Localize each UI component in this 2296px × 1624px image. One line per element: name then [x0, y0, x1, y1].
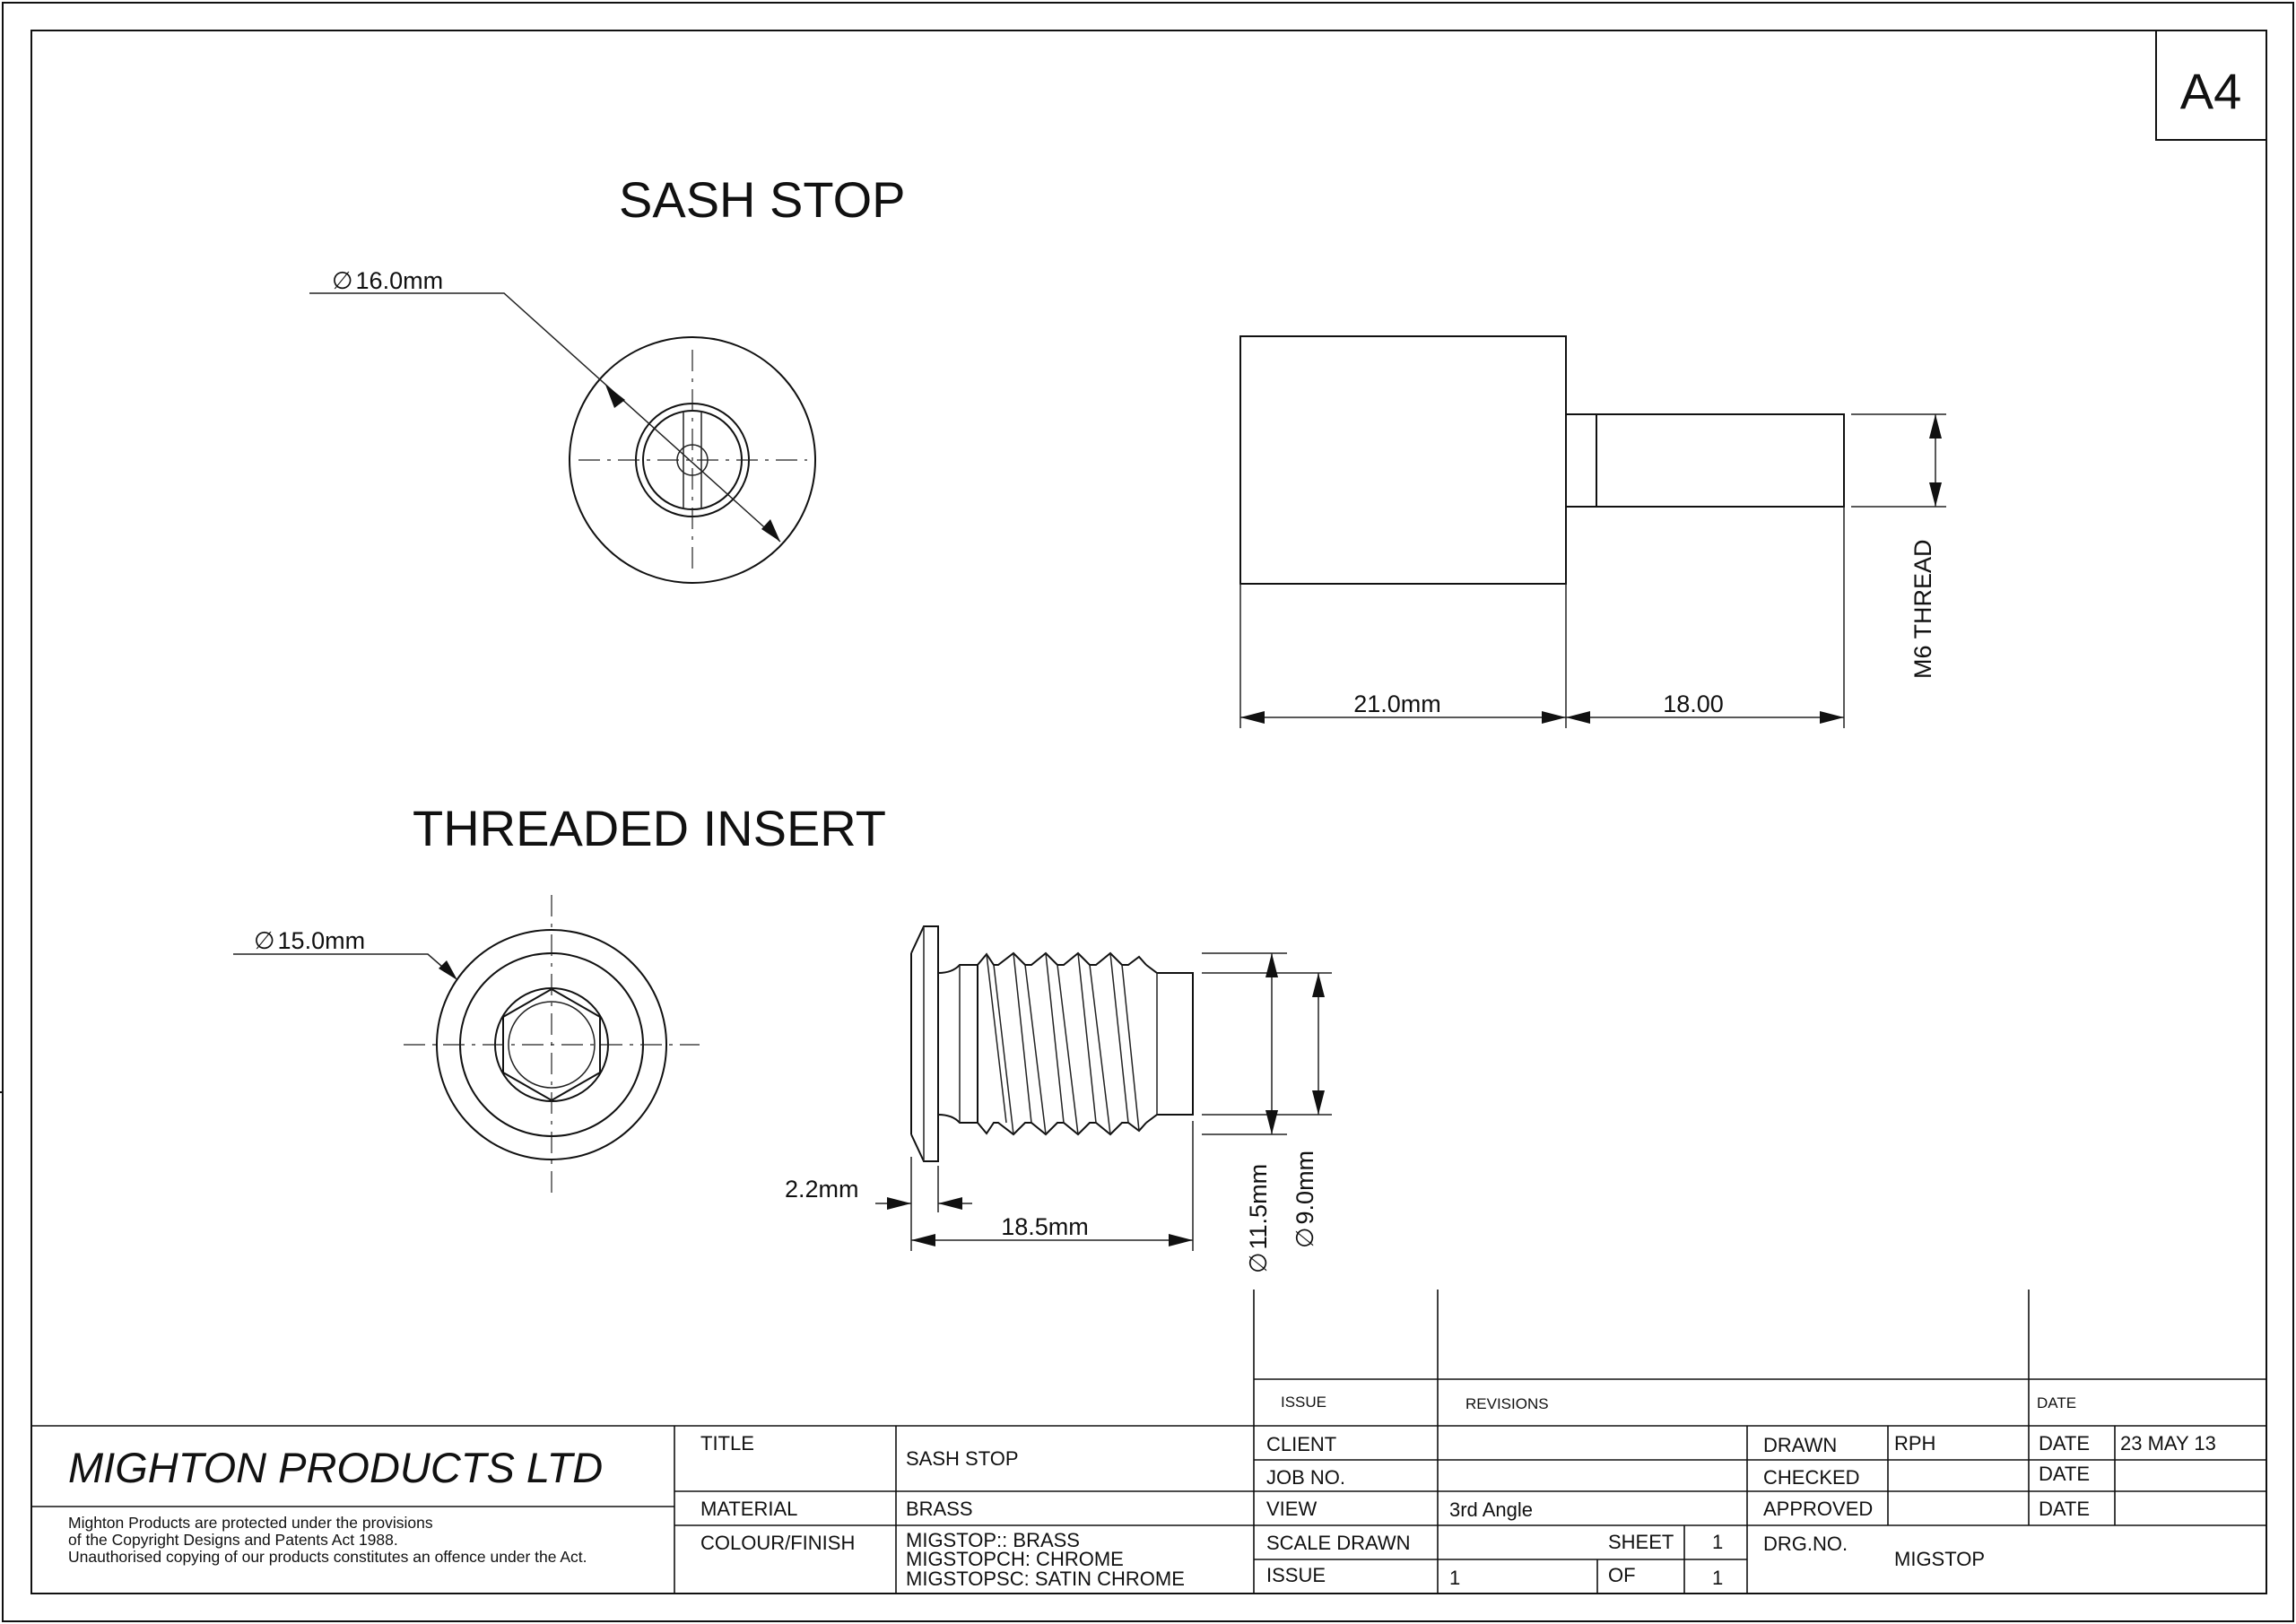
title-label: TITLE [700, 1432, 754, 1455]
finish-value-brass: MIGSTOP:: BRASS [906, 1529, 1080, 1551]
sash-stop-dia-label: 16.0mm [356, 267, 444, 294]
threaded-insert-front-view [404, 895, 700, 1195]
drawn-date-label: DATE [2039, 1432, 2090, 1455]
checked-label: CHECKED [1763, 1466, 1860, 1489]
copyright-line-1: Mighton Products are protected under the… [68, 1514, 433, 1532]
drawn-label: DRAWN [1763, 1434, 1837, 1456]
revisions-block: ISSUE REVISIONS DATE [1253, 1290, 2266, 1426]
approved-label: APPROVED [1763, 1498, 1873, 1520]
sash-stop-thread-label: M6 THREAD [1909, 539, 1936, 679]
svg-text:∅11.5mm: ∅11.5mm [1245, 1164, 1272, 1273]
client-label: CLIENT [1266, 1433, 1336, 1455]
drawn-date-value: 23 MAY 13 [2120, 1432, 2216, 1455]
finish-value-satin-chrome: MIGSTOPSC: SATIN CHROME [906, 1568, 1185, 1590]
finish-value-chrome: MIGSTOPCH: CHROME [906, 1548, 1124, 1570]
of-label: OF [1608, 1564, 1636, 1586]
svg-text:∅16.0mm: ∅16.0mm [332, 267, 443, 294]
scale-label: SCALE DRAWN [1266, 1532, 1411, 1554]
threaded-insert-diameter-dims: ∅11.5mm ∅9.0mm [1202, 952, 1332, 1273]
company-name: MIGHTON PRODUCTS LTD [68, 1444, 603, 1491]
issue-label: ISSUE [1266, 1564, 1326, 1586]
sheet-size-label: A4 [2180, 63, 2242, 119]
sash-stop-front-view [569, 336, 816, 584]
sash-stop-title: SASH STOP [619, 171, 906, 228]
drawing-frame [30, 30, 2267, 1594]
sheet-value: 1 [1712, 1531, 1723, 1553]
view-label: VIEW [1266, 1498, 1317, 1520]
svg-text:∅15.0mm: ∅15.0mm [254, 927, 365, 954]
insert-length-label: 18.5mm [1001, 1213, 1089, 1240]
svg-text:∅9.0mm: ∅9.0mm [1292, 1151, 1318, 1248]
sash-stop-length-dims: 21.0mm 18.00 [1239, 507, 1845, 728]
insert-inner-dia-label: 9.0mm [1292, 1151, 1318, 1225]
material-label: MATERIAL [700, 1498, 797, 1520]
job-label: JOB NO. [1266, 1466, 1345, 1489]
revisions-date-header: DATE [2037, 1394, 2076, 1411]
insert-outer-dia-label: 11.5mm [1245, 1164, 1272, 1250]
checked-date-label: DATE [2039, 1463, 2090, 1485]
of-value: 1 [1712, 1567, 1723, 1589]
sheet-label: SHEET [1608, 1531, 1674, 1553]
title-value: SASH STOP [906, 1447, 1019, 1470]
revisions-header: REVISIONS [1465, 1395, 1549, 1412]
material-value: BRASS [906, 1498, 973, 1520]
threaded-insert-length-dims: 2.2mm 18.5mm [785, 1121, 1194, 1251]
drgno-label: DRG.NO. [1763, 1533, 1848, 1555]
approved-date-label: DATE [2039, 1498, 2090, 1520]
sash-stop-thread-dim: M6 THREAD [1851, 413, 1946, 679]
diameter-symbol: ∅ [254, 927, 275, 954]
revisions-issue-header: ISSUE [1281, 1394, 1326, 1411]
sheet-size-box: A4 [2155, 30, 2266, 141]
copyright-line-3: Unauthorised copying of our products con… [68, 1548, 587, 1566]
sash-stop-thread-length-label: 18.00 [1663, 690, 1724, 717]
sash-stop-side-view [1239, 335, 1845, 585]
diameter-symbol: ∅ [1245, 1252, 1272, 1273]
view-value: 3rd Angle [1449, 1498, 1533, 1521]
insert-flange-label: 2.2mm [785, 1176, 859, 1203]
diameter-symbol: ∅ [1292, 1227, 1318, 1248]
threaded-insert-title: THREADED INSERT [413, 800, 886, 856]
diameter-symbol: ∅ [332, 267, 353, 294]
threaded-insert-side-view [910, 925, 1194, 1162]
drawn-value: RPH [1894, 1432, 1935, 1455]
drgno-value: MIGSTOP [1894, 1548, 1985, 1570]
threaded-insert-diameter-dim: ∅15.0mm [233, 927, 457, 980]
sash-stop-body-length-label: 21.0mm [1353, 690, 1441, 717]
issue-value: 1 [1449, 1567, 1460, 1589]
insert-dia-label: 15.0mm [278, 927, 366, 954]
title-block: MIGHTON PRODUCTS LTD Mighton Products ar… [31, 1425, 2266, 1594]
copyright-line-2: of the Copyright Designs and Patents Act… [68, 1531, 398, 1549]
finish-label: COLOUR/FINISH [700, 1532, 855, 1554]
sash-stop-diameter-dim: ∅16.0mm [309, 267, 781, 543]
